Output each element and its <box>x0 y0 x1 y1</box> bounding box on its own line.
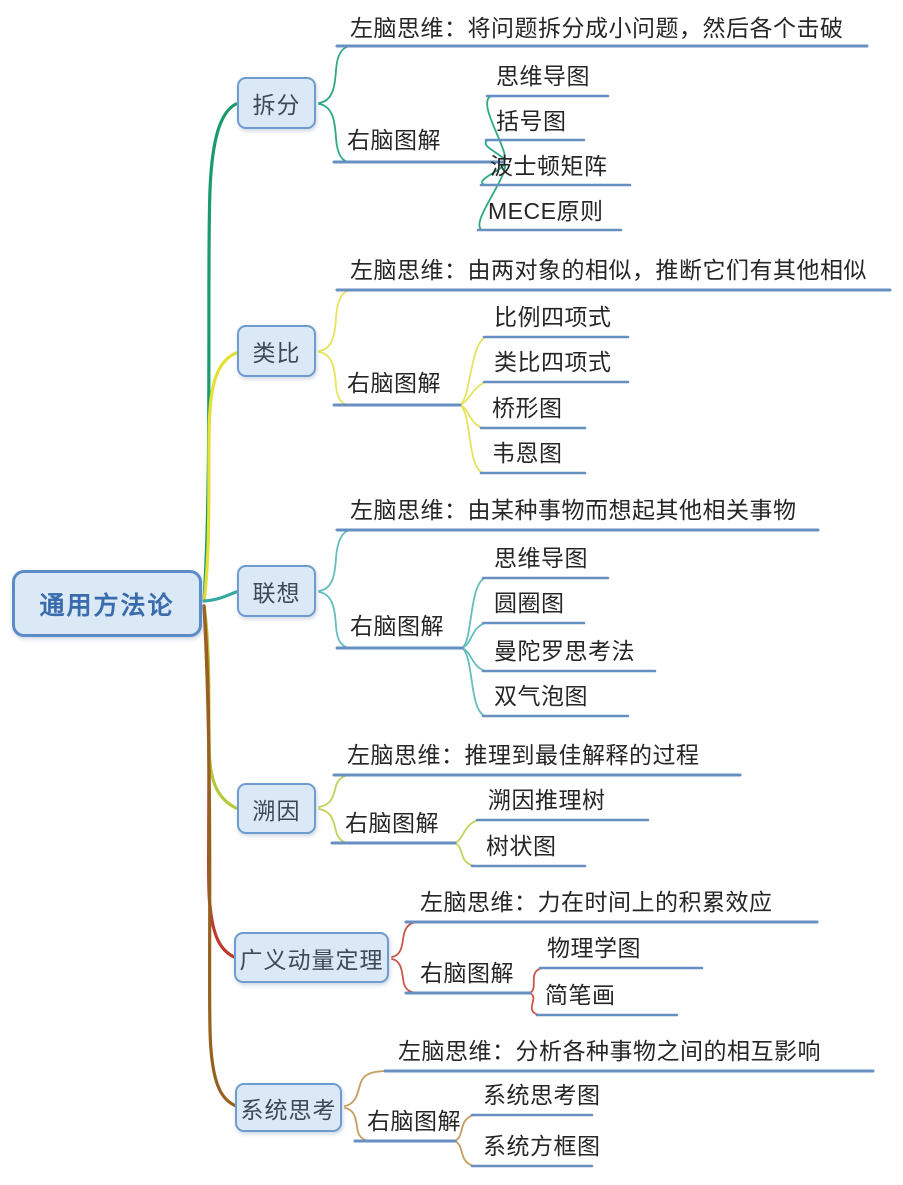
diagram-topic[interactable]: 系统思考图 <box>483 1082 601 1108</box>
left-brain-topic[interactable]: 左脑思维：将问题拆分成小问题，然后各个击破 <box>350 15 844 41</box>
diagram-topic[interactable]: 树状图 <box>486 833 557 859</box>
bracket-curve <box>318 774 353 808</box>
right-brain-topic[interactable]: 右脑图解 <box>347 370 441 396</box>
diagram-topic[interactable]: 波士顿矩阵 <box>490 153 608 179</box>
right-brain-topic[interactable]: 右脑图解 <box>347 127 441 153</box>
diagram-topic[interactable]: 韦恩图 <box>492 440 563 466</box>
fork-curve <box>454 842 475 867</box>
right-brain-topic[interactable]: 右脑图解 <box>345 810 439 836</box>
left-brain-topic[interactable]: 左脑思维：推理到最佳解释的过程 <box>347 742 700 768</box>
fork-curve <box>454 1140 475 1167</box>
center-topic-node[interactable]: 通用方法论 <box>12 570 202 637</box>
fork-curve <box>459 336 487 406</box>
branch-label: 类比 <box>252 340 301 366</box>
diagram-topic[interactable]: 桥形图 <box>492 395 563 421</box>
diagram-topic[interactable]: 系统方框图 <box>483 1133 601 1159</box>
right-brain-topic[interactable]: 右脑图解 <box>350 613 444 639</box>
fork-curve <box>459 404 484 474</box>
diagram-topic[interactable]: 溯因推理树 <box>488 787 606 813</box>
branch-label: 联想 <box>252 580 301 606</box>
bracket-curve <box>318 591 353 649</box>
branch-node-abduction[interactable]: 溯因 <box>237 783 316 834</box>
bracket-curve <box>318 529 353 592</box>
bracket-curve <box>391 921 421 958</box>
fork-curve <box>461 622 486 649</box>
diagram-topic[interactable]: 比例四项式 <box>494 304 612 330</box>
branch-label: 系统思考 <box>240 1096 337 1123</box>
branch-curve-analogy <box>202 351 238 603</box>
left-brain-topic[interactable]: 左脑思维：力在时间上的积累效应 <box>420 889 773 915</box>
diagram-topic[interactable]: 括号图 <box>496 108 567 134</box>
diagram-topic[interactable]: 双气泡图 <box>494 683 588 709</box>
diagram-topic[interactable]: 类比四项式 <box>494 349 612 375</box>
branch-node-analogy[interactable]: 类比 <box>237 325 316 377</box>
diagram-topic[interactable]: 思维导图 <box>496 63 590 89</box>
branch-node-split[interactable]: 拆分 <box>237 77 316 129</box>
bracket-curve <box>391 958 421 994</box>
left-brain-topic[interactable]: 左脑思维：分析各种事物之间的相互影响 <box>398 1038 821 1064</box>
branch-node-association[interactable]: 联想 <box>237 565 316 617</box>
branch-node-systems[interactable]: 系统思考 <box>235 1083 342 1132</box>
fork-curve <box>529 992 540 1016</box>
diagram-topic[interactable]: 圆圈图 <box>494 590 565 616</box>
branch-curve-systems <box>202 604 238 1108</box>
fork-curve <box>461 647 486 717</box>
branch-node-momentum[interactable]: 广义动量定理 <box>234 932 389 983</box>
right-brain-topic[interactable]: 右脑图解 <box>420 960 514 986</box>
diagram-topic[interactable]: MECE原则 <box>488 198 604 224</box>
center-topic-label: 通用方法论 <box>39 591 175 620</box>
branch-label: 拆分 <box>252 92 301 118</box>
branch-label: 广义动量定理 <box>239 946 384 973</box>
diagram-topic[interactable]: 曼陀罗思考法 <box>494 638 635 664</box>
left-brain-topic[interactable]: 左脑思维：由某种事物而想起其他相关事物 <box>350 497 797 523</box>
fork-curve <box>484 139 506 163</box>
diagram-topic[interactable]: 思维导图 <box>494 545 588 571</box>
fork-curve <box>461 577 486 649</box>
bracket-curve <box>344 1070 389 1107</box>
bracket-curve <box>318 289 353 352</box>
fork-curve <box>459 381 487 406</box>
fork-curve <box>478 161 506 231</box>
branch-curve-association <box>202 590 238 603</box>
diagram-topic[interactable]: 物理学图 <box>547 935 641 961</box>
diagram-topic[interactable]: 简笔画 <box>545 982 616 1008</box>
branch-label: 溯因 <box>252 797 301 824</box>
bracket-curve <box>318 103 351 163</box>
fork-curve <box>454 819 480 844</box>
fork-curve <box>529 967 543 994</box>
bracket-curve <box>318 351 351 406</box>
left-brain-topic[interactable]: 左脑思维：由两对象的相似，推断它们有其他相似 <box>350 257 867 283</box>
right-brain-topic[interactable]: 右脑图解 <box>367 1108 461 1134</box>
fork-curve <box>454 1114 475 1142</box>
bracket-curve <box>318 45 353 104</box>
